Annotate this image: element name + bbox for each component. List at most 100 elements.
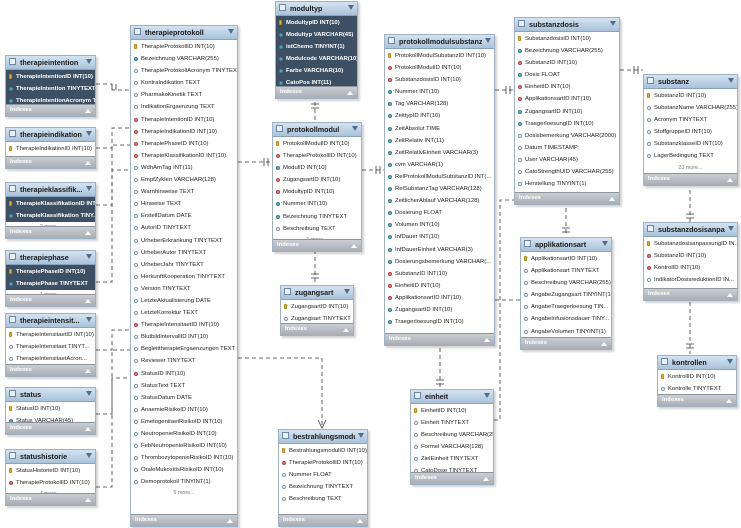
indexes-section[interactable]: Indexes (644, 288, 737, 300)
indexes-section[interactable]: Indexes (515, 192, 619, 204)
column-row[interactable]: ModulID INT(10) (273, 162, 361, 174)
column-row[interactable]: TherapieIntention TINYTEXT (6, 83, 95, 95)
collapse-arrow-icon[interactable] (728, 226, 734, 231)
column-row[interactable]: LetzteAktualisierung DATE (131, 295, 237, 307)
column-row[interactable]: Nummer FLOAT (279, 469, 367, 481)
indexes-section[interactable]: Indexes (411, 472, 493, 484)
column-row[interactable]: BlutbildintervallID INT(10) (131, 331, 237, 343)
table-header[interactable]: kontrollen (658, 356, 736, 370)
column-row[interactable]: Datum TIMESTAMP (515, 142, 619, 154)
column-row[interactable]: CatoPos INT(11) (276, 77, 357, 89)
collapse-arrow-icon[interactable] (485, 38, 491, 43)
column-row[interactable]: WdhAmTag INT(11) (131, 162, 237, 174)
expand-arrow-icon[interactable] (85, 109, 91, 113)
column-row[interactable]: LagerBedingung TEXT (644, 150, 737, 162)
column-row[interactable]: InfDauer INT(10) (385, 231, 494, 243)
column-row[interactable]: UrheberJahr TINYTEXT (131, 259, 237, 271)
collapse-arrow-icon[interactable] (86, 391, 92, 396)
collapse-arrow-icon[interactable] (602, 241, 608, 246)
column-row[interactable]: SubstanzdosisanpassungID IN... (644, 238, 737, 250)
table-header[interactable]: therapiephase (6, 251, 95, 265)
column-row[interactable]: TherapieIntensitaetID INT(10) (131, 319, 237, 331)
column-row[interactable]: Beschreibung TEXT (279, 493, 367, 505)
expand-arrow-icon[interactable] (727, 178, 733, 182)
column-row[interactable]: KontraIndikation TEXT (131, 77, 237, 89)
indexes-section[interactable]: Indexes (6, 104, 95, 116)
table-therapieintensit[interactable]: therapieintensit...TherapieIntensitaetID… (5, 313, 96, 377)
column-row[interactable]: Formel VARCHAR(128) (411, 441, 493, 453)
expand-arrow-icon[interactable] (609, 197, 615, 201)
indexes-section[interactable]: Indexes (131, 514, 237, 526)
column-row[interactable]: ZugangsartID INT(10) (273, 174, 361, 186)
column-row[interactable]: TherapiePhaseID INT(10) (131, 138, 237, 150)
column-row[interactable]: ZugangsartID INT(10) (515, 106, 619, 118)
column-row[interactable]: ProtokollModulID INT(10) (385, 62, 494, 74)
collapse-arrow-icon[interactable] (86, 186, 92, 191)
column-row[interactable]: TraegerloesungID INT(10) (385, 316, 494, 328)
column-row[interactable]: FebNeutropenieRisikoID INT(10) (131, 440, 237, 452)
column-row[interactable]: KontrollID INT(10) (658, 371, 736, 383)
column-row[interactable]: ZeittypID INT(10) (385, 110, 494, 122)
column-row[interactable]: AngabeZugangsart TINYINT(1) (521, 289, 611, 301)
collapse-arrow-icon[interactable] (610, 21, 616, 26)
column-row[interactable]: TherapiePhaseID INT(10) (6, 266, 95, 278)
indexes-section[interactable]: Indexes (273, 239, 361, 251)
column-row[interactable]: SubstanzName VARCHAR(255) (644, 102, 737, 114)
table-header[interactable]: therapieintensit... (6, 314, 95, 328)
indexes-section[interactable]: Indexes (6, 364, 95, 376)
column-row[interactable]: cvm VARCHAR(1) (385, 159, 494, 171)
expand-arrow-icon[interactable] (726, 399, 732, 403)
column-row[interactable]: Bezeichnung VARCHAR(255) (131, 53, 237, 65)
collapse-arrow-icon[interactable] (86, 453, 92, 458)
column-row[interactable]: EinheitID INT(10) (411, 405, 493, 417)
column-row[interactable]: UrheberAutor TINYTEXT (131, 247, 237, 259)
indexes-section[interactable]: Indexes (6, 493, 95, 505)
column-row[interactable]: TherapieIntensitaet TINYT... (6, 341, 95, 353)
column-row[interactable]: SubstanzID INT(10) (385, 268, 494, 280)
column-row[interactable]: ZeitRelativEinheit VARCHAR(3) (385, 147, 494, 159)
column-row[interactable]: ZielEinheit TINYTEXT (411, 453, 493, 465)
column-row[interactable]: LetzteKorrektur TEXT (131, 307, 237, 319)
expand-arrow-icon[interactable] (347, 91, 353, 95)
column-row[interactable]: ZugangsartID INT(10) (385, 304, 494, 316)
column-row[interactable]: ZeitAbsolut TIME (385, 123, 494, 135)
column-row[interactable]: TherapieIndikationID INT(10) (131, 126, 237, 138)
expand-arrow-icon[interactable] (727, 293, 733, 297)
collapse-arrow-icon[interactable] (358, 433, 364, 438)
column-row[interactable]: Nummer INT(10) (385, 86, 494, 98)
table-header[interactable]: bestrahlungsmodul (279, 430, 367, 444)
table-header[interactable]: therapieklassifik... (6, 183, 95, 197)
column-row[interactable]: Kontrolle TINYTEXT (658, 383, 736, 395)
column-row[interactable]: Warnhinweise TEXT (131, 186, 237, 198)
column-row[interactable]: ModultypID INT(10) (276, 17, 357, 29)
collapse-arrow-icon[interactable] (86, 254, 92, 259)
column-row[interactable]: InfDauerEinheit VARCHAR(3) (385, 244, 494, 256)
column-row[interactable]: TherapieProtokollID INT(10) (273, 150, 361, 162)
column-row[interactable]: StatusID INT(10) (131, 368, 237, 380)
column-row[interactable]: TherapieKlassifikationID INT(10) (131, 150, 237, 162)
indexes-section[interactable]: Indexes (6, 422, 95, 434)
column-row[interactable]: TherapieProtokollID INT(10) (131, 41, 237, 53)
collapse-arrow-icon[interactable] (484, 393, 490, 398)
collapse-arrow-icon[interactable] (228, 29, 234, 34)
column-row[interactable]: ZeitRelativ INT(11) (385, 135, 494, 147)
expand-arrow-icon[interactable] (85, 231, 91, 235)
table-header[interactable]: protokollmodulsubstanz (385, 35, 494, 49)
table-header[interactable]: substanzdosisanpa... (644, 223, 737, 237)
table-header[interactable]: status (6, 388, 95, 402)
column-row[interactable]: StatusText TEXT (131, 380, 237, 392)
column-row[interactable]: ZeitlicherAblauf VARCHAR(128) (385, 195, 494, 207)
expand-arrow-icon[interactable] (85, 161, 91, 165)
column-row[interactable]: IndikatorDosisreduktionID IN... (644, 274, 737, 286)
column-row[interactable]: OraleMukositisRisikoID INT(10) (131, 464, 237, 476)
indexes-section[interactable]: Indexes (6, 226, 95, 238)
column-row[interactable]: Herstellung TINYINT(1) (515, 178, 619, 190)
